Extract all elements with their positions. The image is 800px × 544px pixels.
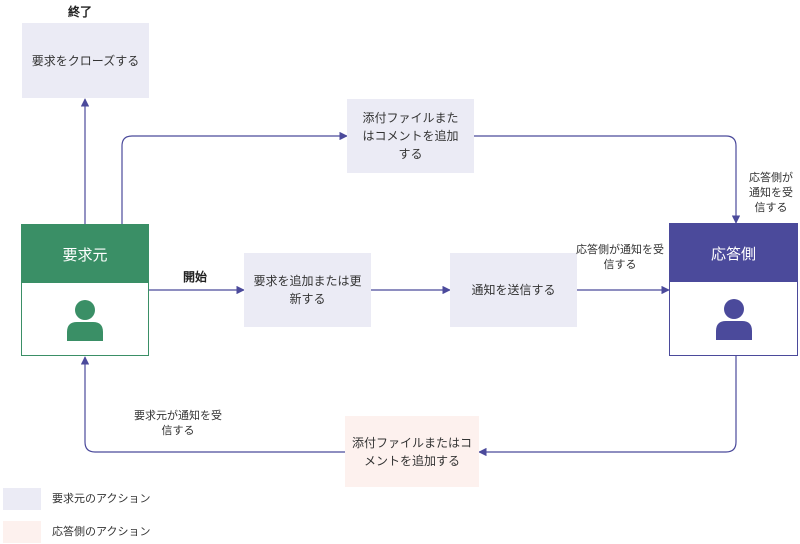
arrow-top-action-to-responder bbox=[474, 135, 741, 224]
responder-header: 応答側 bbox=[670, 224, 797, 282]
update-action-label: 要求を追加または更新する bbox=[253, 274, 362, 306]
legend-requester-swatch bbox=[3, 488, 41, 510]
responder-receives-top-label: 応答側が通知を受信する bbox=[749, 171, 793, 214]
arrow-action-to-requester bbox=[80, 356, 345, 453]
person-icon bbox=[67, 300, 103, 341]
person-icon bbox=[715, 299, 752, 340]
requester-header: 要求元 bbox=[22, 225, 148, 283]
send-notification-label: 通知を送信する bbox=[471, 283, 556, 297]
requester-title: 要求元 bbox=[62, 245, 108, 264]
requester-actor: 要求元 bbox=[21, 224, 149, 356]
end-label: 終了 bbox=[68, 5, 93, 19]
close-request-box: 要求をクローズする bbox=[22, 23, 149, 98]
arrow-responder-to-action bbox=[478, 356, 737, 457]
arrow-to-top-action bbox=[121, 131, 348, 224]
legend-responder-label: 応答側のアクション bbox=[52, 525, 151, 538]
top-action-box: 添付ファイルまたはコメントを追加する bbox=[347, 99, 474, 173]
requester-receives-label: 要求元が通知を受信する bbox=[134, 409, 222, 437]
responder-receives-mid-label: 応答側が通知を受信する bbox=[576, 243, 664, 271]
update-action-box: 要求を追加または更新する bbox=[244, 253, 371, 327]
legend-requester-label: 要求元のアクション bbox=[52, 492, 151, 505]
responder-action-box: 添付ファイルまたはコメントを追加する bbox=[345, 416, 479, 487]
close-request-label: 要求をクローズする bbox=[31, 53, 140, 68]
responder-action-label: 添付ファイルまたはコメントを追加する bbox=[351, 435, 472, 468]
send-notification-box: 通知を送信する bbox=[450, 253, 577, 327]
responder-title: 応答側 bbox=[710, 244, 756, 263]
top-action-label: 添付ファイルまたはコメントを追加する bbox=[362, 111, 459, 161]
legend-responder-swatch bbox=[3, 521, 41, 543]
responder-actor: 応答側 bbox=[669, 223, 798, 356]
start-label: 開始 bbox=[183, 270, 208, 284]
